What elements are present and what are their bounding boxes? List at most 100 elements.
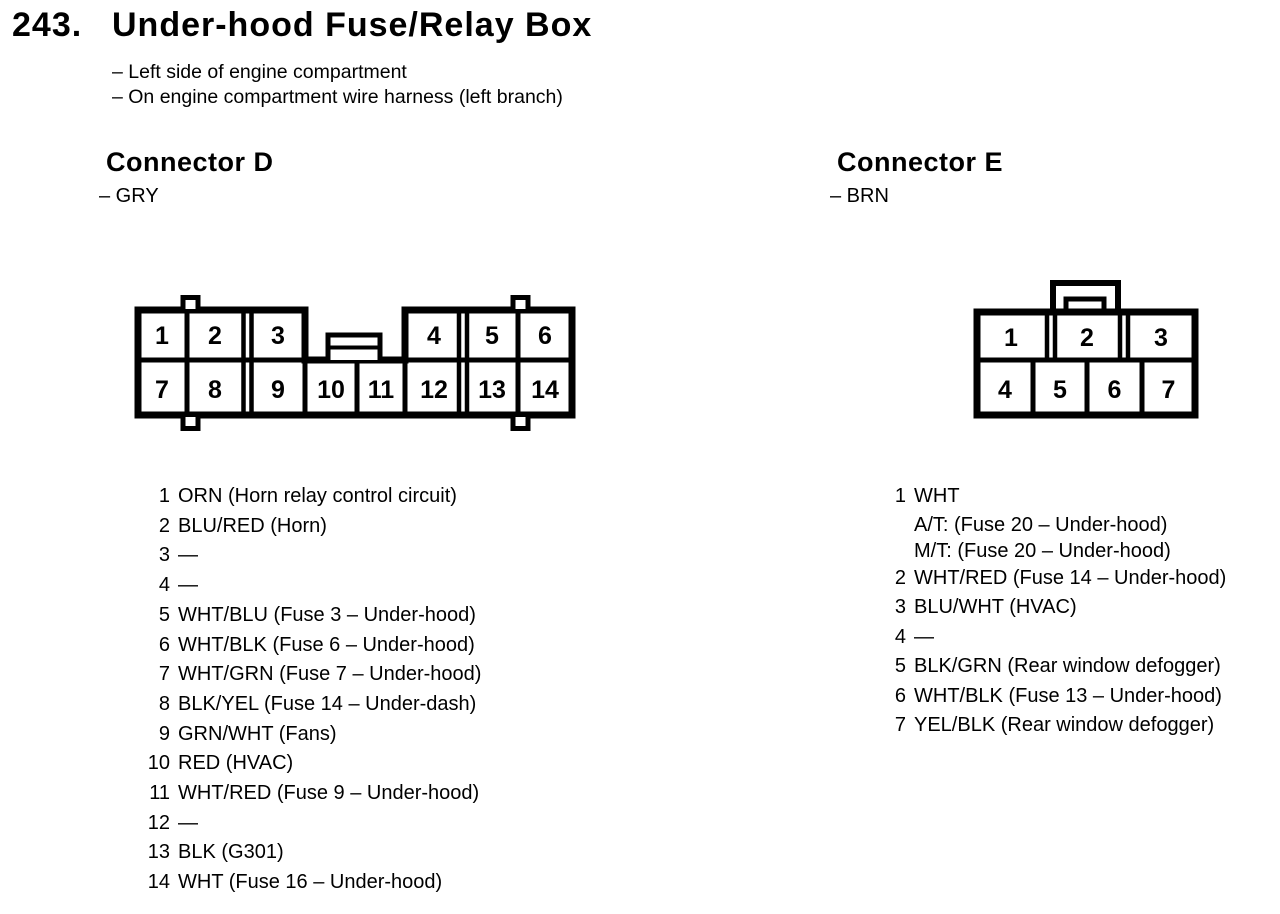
connector-e-title: Connector E (837, 147, 1004, 177)
pin-number: 1 (158, 485, 170, 507)
pin-row: 13 BLK (G301) (136, 838, 481, 868)
connector-d-pin-list: 1 ORN (Horn relay control circuit) 2 BLU/R… (136, 482, 482, 898)
mounting-tab-icon (510, 417, 531, 431)
pin-cell-1: 1 (155, 322, 169, 350)
pin-number: 10 (147, 752, 170, 775)
pin-number: 8 (158, 692, 170, 715)
pin-row: 5 WHT/BLU (Fuse 3 – Under-hood) (136, 601, 481, 631)
pin-row: 1 WHT (872, 482, 1226, 512)
pin-description: WHT/GRN (Fuse 7 – Under-hood) (178, 663, 482, 686)
pin-cell-13: 13 (478, 376, 506, 404)
pin-number: 5 (158, 603, 170, 626)
pin-description: ORN (Horn relay control circuit) (178, 485, 457, 507)
mounting-tab-icon (180, 295, 201, 309)
pin-number: 5 (894, 655, 906, 677)
pin-cell-4: 4 (427, 322, 441, 350)
pin-number: 4 (894, 625, 906, 648)
pin-description: BLK/YEL (Fuse 14 – Under-dash) (178, 692, 477, 715)
pin-description: WHT (Fuse 16 – Under-hood) (178, 871, 443, 894)
pin-cell-8: 8 (208, 376, 222, 404)
location-notes: – Left side of engine compartment – On e… (112, 60, 563, 110)
pin-cell-5: 5 (485, 322, 499, 350)
pin-cell-3: 3 (271, 322, 285, 350)
mounting-tab-icon (180, 417, 201, 431)
pin-sub-description: A/T: (Fuse 20 – Under-hood) (914, 513, 1168, 536)
pin-sub-description: M/T: (Fuse 20 – Under-hood) (914, 539, 1171, 562)
pin-number: 3 (894, 596, 906, 618)
pin-row: 8 BLK/YEL (Fuse 14 – Under-dash) (136, 690, 481, 720)
pin-description: BLU/RED (Horn) (178, 514, 327, 537)
pin-description: WHT/RED (Fuse 9 – Under-hood) (178, 782, 480, 805)
pin-cell-2: 2 (1080, 324, 1094, 352)
connector-e-diagram: 1 2 3 4 5 6 7 (973, 280, 1199, 419)
connector-d-wire-color: – GRY (99, 185, 159, 207)
pin-cell-11: 11 (368, 376, 395, 404)
pin-cell-6: 6 (1108, 376, 1122, 404)
pin-cell-10: 10 (317, 376, 345, 404)
pin-row: 7 WHT/GRN (Fuse 7 – Under-hood) (136, 660, 482, 690)
pin-description: WHT/RED (Fuse 14 – Under-hood) (914, 566, 1227, 589)
pin-description: — (178, 811, 198, 834)
pin-row: 2 BLU/RED (Horn) (136, 512, 481, 542)
pin-description: — (914, 625, 934, 648)
pin-description: — (178, 574, 198, 597)
connector-e-wire-color: – BRN (830, 185, 889, 207)
pin-number: 2 (158, 514, 170, 537)
pin-row: 1 ORN (Horn relay control circuit) (136, 482, 481, 512)
pin-number: 1 (894, 485, 906, 507)
section-number: 243. (12, 6, 83, 44)
page-title: Under-hood Fuse/Relay Box (112, 6, 593, 44)
pin-number: 14 (147, 871, 170, 894)
pin-description: — (178, 544, 198, 567)
pin-description: WHT/BLU (Fuse 3 – Under-hood) (178, 603, 476, 626)
connector-e-pin-list: 1 WHT A/T: (Fuse 20 – Under-hood) M/T: (F… (872, 482, 1226, 741)
pin-row: 4— (136, 571, 481, 601)
connector-d-diagram: 1 2 3 4 5 6 7 8 9 10 11 12 13 14 (134, 295, 576, 431)
pin-description: BLU/WHT (HVAC) (914, 596, 1077, 618)
pin-row: 10 RED (HVAC) (136, 749, 481, 779)
pin-cell-4: 4 (998, 376, 1012, 404)
pin-description: WHT/BLK (Fuse 13 – Under-hood) (914, 684, 1222, 707)
location-note-line: – On engine compartment wire harness (le… (112, 86, 563, 108)
mounting-tab-icon (510, 295, 531, 309)
pin-cell-2: 2 (208, 322, 222, 350)
pin-row: 3— (136, 541, 481, 571)
pin-number: 7 (158, 663, 170, 686)
pin-row: 11 WHT/RED (Fuse 9 – Under-hood) (136, 779, 481, 809)
location-note-line: – Left side of engine compartment (112, 61, 407, 83)
pin-number: 6 (158, 633, 170, 656)
pin-description: RED (HVAC) (178, 752, 294, 775)
pin-number: 13 (147, 841, 170, 864)
pin-row: 12 — (136, 809, 481, 839)
pin-cell-5: 5 (1053, 376, 1067, 404)
pin-description: GRN/WHT (Fans) (178, 722, 337, 745)
pin-cell-14: 14 (531, 376, 559, 404)
pin-row: 7 YEL/BLK (Rear window defogger) (872, 711, 1226, 741)
pin-row: 3 BLU/WHT (HVAC) (872, 593, 1226, 623)
connector-d-title: Connector D (106, 147, 274, 177)
pin-row: 5 BLK/GRN (Rear window defogger) (872, 652, 1226, 682)
pin-cell-3: 3 (1154, 324, 1168, 352)
pin-row: 14 WHT (Fuse 16 – Under-hood) (136, 868, 481, 898)
pin-cell-9: 9 (271, 376, 285, 404)
pin-row: 4— (872, 623, 1226, 653)
pin-description: BLK/GRN (Rear window defogger) (914, 655, 1221, 677)
pin-cell-7: 7 (1162, 376, 1176, 404)
pin-description: BLK (G301) (178, 841, 284, 864)
pin-description: YEL/BLK (Rear window defogger) (914, 714, 1215, 736)
pin-number: 4 (158, 574, 170, 597)
pin-cell-12: 12 (420, 376, 448, 404)
pin-cell-7: 7 (155, 376, 169, 404)
pin-number: 7 (894, 714, 906, 736)
pin-description: WHT (914, 485, 960, 507)
pin-number: 3 (158, 544, 170, 567)
pin-row: 2 WHT/RED (Fuse 14 – Under-hood) (872, 564, 1226, 594)
pin-number: 11 (149, 782, 170, 805)
pin-cell-1: 1 (1004, 324, 1018, 352)
pin-number: 2 (894, 566, 906, 589)
pin-number: 12 (147, 811, 170, 834)
pin-cell-6: 6 (538, 322, 552, 350)
